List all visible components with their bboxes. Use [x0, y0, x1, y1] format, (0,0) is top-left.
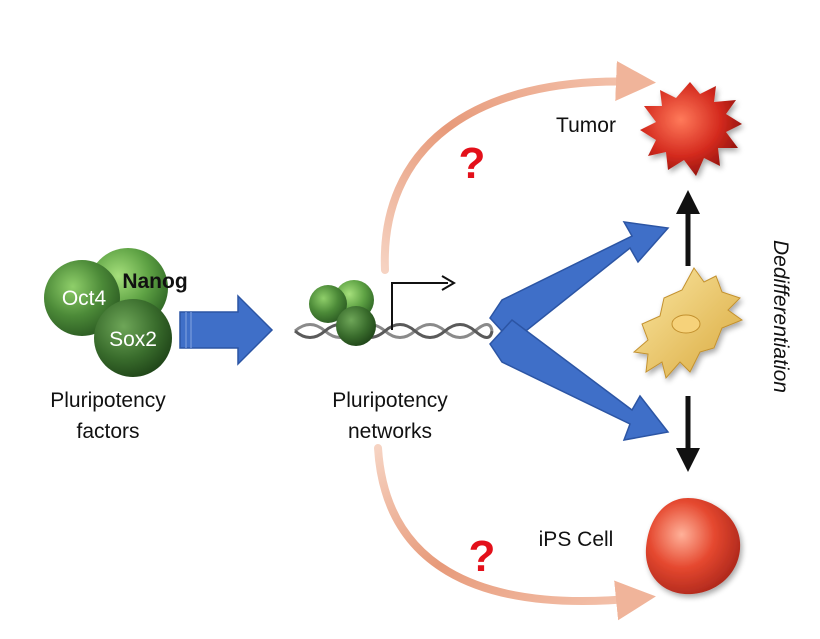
- networks-to-ips-arrow: [489, 318, 670, 441]
- dna-helix-icon: [294, 323, 494, 339]
- top-curved-arrow: [380, 61, 656, 274]
- factors-to-networks-arrow: [179, 294, 274, 366]
- ips-label: iPS Cell: [539, 528, 614, 551]
- networks-to-tumor-arrow: [489, 221, 670, 344]
- nanog-label: Nanog: [122, 270, 187, 293]
- somatic-cell-icon: [632, 267, 744, 380]
- network-spheres: [309, 280, 376, 346]
- factors-cluster: Oct4 Nanog Sox2: [44, 248, 188, 377]
- factors-caption-line2: factors: [76, 420, 139, 443]
- dedifferentiation-label: Dedifferentiation: [769, 240, 792, 393]
- sox2-label: Sox2: [109, 328, 157, 351]
- oct4-label: Oct4: [62, 287, 107, 310]
- top-question-mark: ?: [459, 139, 486, 188]
- tumor-cell-icon: [640, 82, 742, 176]
- down-arrow-to-ips: [676, 396, 700, 472]
- ips-cell-icon: [645, 498, 741, 595]
- sox2-sphere: [94, 299, 172, 377]
- transcription-start-arrow-icon: [391, 282, 448, 330]
- factors-caption-line1: Pluripotency: [50, 389, 166, 412]
- networks-caption-line1: Pluripotency: [332, 389, 448, 412]
- bottom-question-mark: ?: [469, 532, 496, 581]
- green-sphere-icon: [309, 285, 347, 323]
- tumor-label: Tumor: [556, 114, 616, 137]
- green-sphere-icon: [336, 306, 376, 346]
- up-arrow-to-tumor: [676, 190, 700, 266]
- bottom-curved-arrow: [374, 444, 656, 621]
- networks-caption-line2: networks: [348, 420, 432, 443]
- transcription-start-arrowhead: [441, 275, 456, 291]
